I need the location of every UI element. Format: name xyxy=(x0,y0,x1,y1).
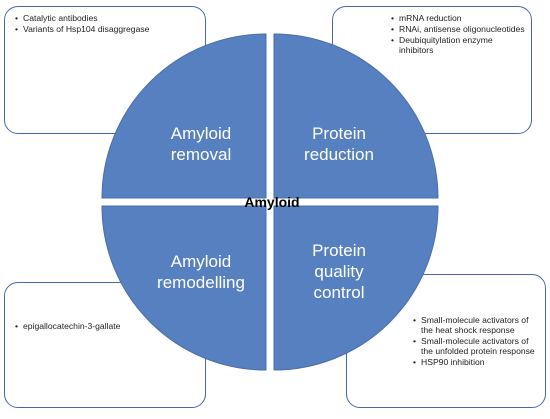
label-line: Amyloid xyxy=(170,124,232,143)
quadrant-bottom-left xyxy=(101,205,267,371)
label-line: remodelling xyxy=(157,273,245,292)
quadrant-top-right xyxy=(273,33,439,199)
label-line: reduction xyxy=(304,145,374,164)
label-line: removal xyxy=(170,145,232,164)
label-protein-reduction: Protein reduction xyxy=(274,123,404,165)
list-item: Variants of Hsp104 disaggregase xyxy=(15,24,201,34)
list-item: Catalytic antibodies xyxy=(15,13,201,23)
label-line: Amyloid xyxy=(170,252,232,271)
label-line: Protein xyxy=(312,124,366,143)
quadrant-bottom-right xyxy=(273,205,439,371)
label-line: control xyxy=(313,283,365,302)
list-item: Small-molecule activators of the unfolde… xyxy=(413,336,541,356)
list-protein-quality-control: Small-molecule activators of the heat sh… xyxy=(411,315,541,367)
quadrant-top-left xyxy=(101,33,267,199)
label-amyloid-removal: Amyloid removal xyxy=(136,123,266,165)
list-item: epigallocatechin-3-gallate xyxy=(15,321,201,331)
list-item: HSP90 inhibition xyxy=(413,357,541,367)
list-protein-reduction: mRNA reduction RNAi, antisense oligonucl… xyxy=(389,13,527,55)
label-protein-quality-control: Protein quality control xyxy=(274,240,404,303)
list-amyloid-remodelling: epigallocatechin-3-gallate xyxy=(13,321,201,331)
label-amyloid-remodelling: Amyloid remodelling xyxy=(136,251,266,293)
list-amyloid-removal: Catalytic antibodies Variants of Hsp104 … xyxy=(13,13,201,34)
list-item: mRNA reduction xyxy=(391,13,527,23)
list-item: Small-molecule activators of the heat sh… xyxy=(413,315,541,335)
list-item: Deubiquitylation enzyme inhibitors xyxy=(391,35,527,55)
label-line: quality xyxy=(314,262,364,281)
list-item: RNAi, antisense oligonucleotides xyxy=(391,24,527,34)
center-title: Amyloid xyxy=(244,194,300,210)
label-line: Protein xyxy=(312,241,366,260)
